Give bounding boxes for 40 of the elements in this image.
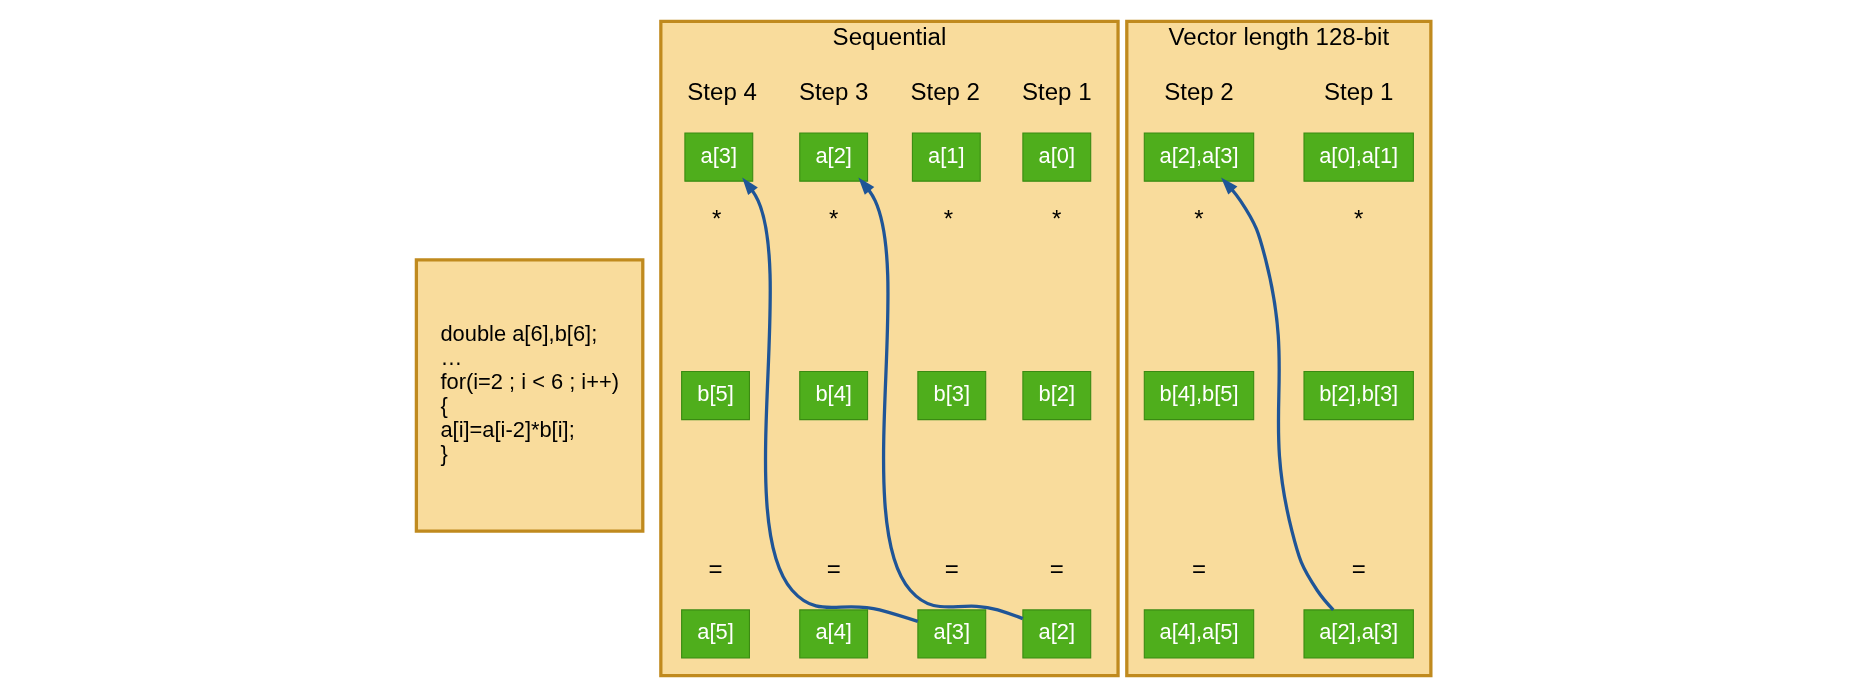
node-box: b[4] (798, 370, 868, 421)
node-box: a[3] (916, 609, 986, 659)
node-box: a[0],a[1] (1302, 132, 1414, 182)
arrow (1220, 177, 1334, 611)
node-box: a[1] (911, 132, 981, 182)
arrow (741, 177, 918, 623)
node-box: a[0] (1021, 132, 1091, 182)
node-box: a[2],a[3] (1143, 132, 1254, 182)
node-box: a[4] (798, 609, 868, 659)
node-box: a[5] (680, 609, 750, 659)
label: * (1193, 204, 1204, 232)
label: = (1191, 554, 1206, 582)
node-box: a[2],a[3] (1302, 609, 1414, 659)
node-box: b[3] (916, 370, 986, 421)
label: * (943, 204, 953, 232)
node-box: b[2],b[3] (1302, 370, 1414, 421)
node-box: a[4],a[5] (1143, 609, 1254, 659)
label: = (1049, 554, 1064, 582)
label: Step 1 (1021, 77, 1092, 105)
node-box: b[2] (1021, 370, 1091, 421)
label: * (1051, 204, 1061, 232)
node-box: a[2] (798, 132, 868, 182)
label: Step 1 (1323, 77, 1393, 105)
label: * (1353, 204, 1363, 232)
node-box: double a[6],b[6]; … for(i=2 ; i < 6 ; i++) { a[i]=a[i-2]*b[i]; } (414, 258, 644, 533)
arrow (857, 177, 1023, 621)
label: Step 4 (686, 77, 757, 105)
label: Step 3 (798, 77, 868, 105)
label: Step 2 (909, 77, 980, 105)
label: = (1351, 554, 1366, 582)
node-box: b[5] (680, 370, 750, 421)
node-box: a[3] (683, 132, 753, 182)
label: = (944, 554, 959, 582)
label: * (711, 204, 721, 232)
label: Step 2 (1163, 77, 1234, 105)
node-box: a[2] (1021, 609, 1091, 659)
label: = (708, 554, 723, 582)
node-box: b[4],b[5] (1143, 370, 1254, 421)
label: = (826, 554, 841, 582)
label: * (828, 204, 838, 232)
